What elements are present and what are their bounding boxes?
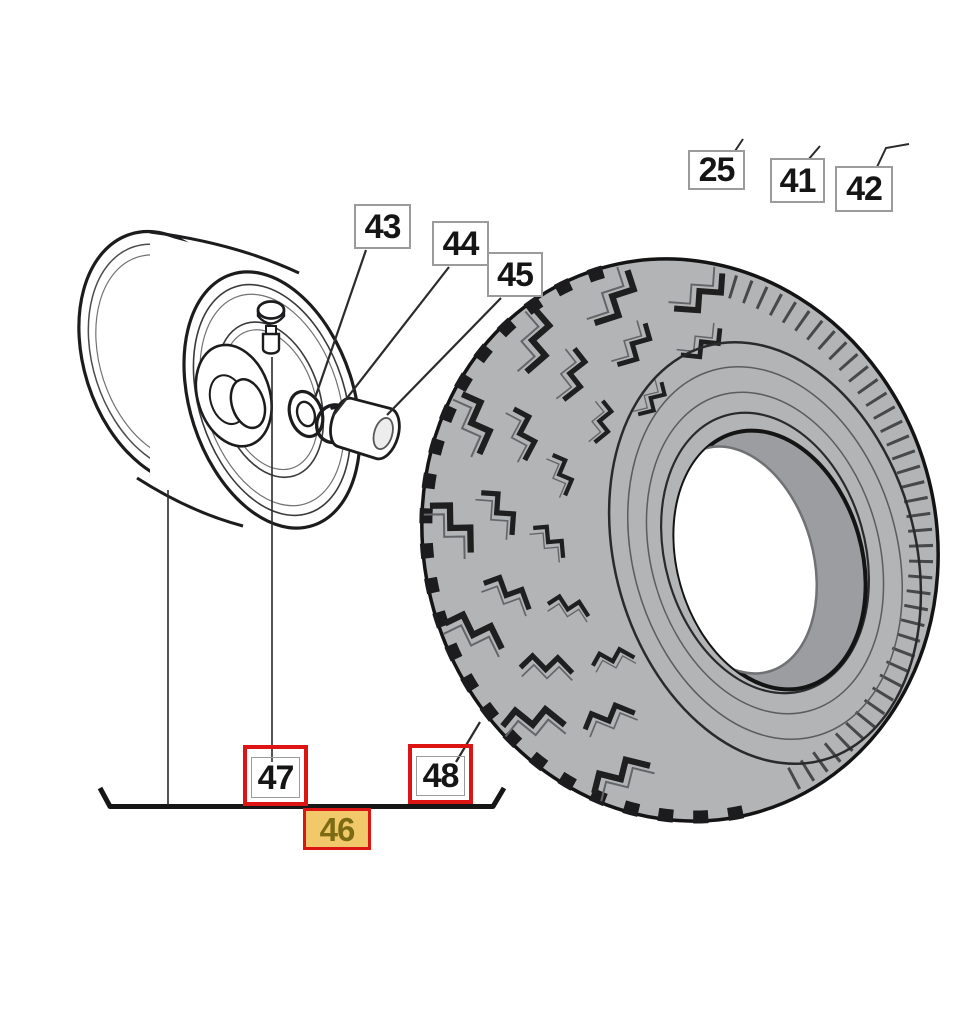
callout-41-label: 41: [779, 161, 817, 200]
sidewall-ring: [626, 366, 904, 740]
tread-shoulder-notches: [419, 265, 759, 824]
leader-line-42: [876, 143, 910, 168]
callout-43-label: 43: [364, 207, 402, 246]
leader-line-43: [313, 249, 368, 399]
wheel-rim-illustration: [77, 229, 362, 530]
leader-line-41: [807, 145, 821, 161]
washer: [287, 389, 325, 439]
rim-barrel-bottom-edge: [136, 476, 244, 528]
rim-axle-bore: [229, 378, 267, 430]
callout-47-highlighted[interactable]: 47: [243, 745, 308, 806]
callout-42-label: 42: [846, 170, 883, 208]
leader-lines: [167, 138, 910, 805]
sidewall-ring2: [645, 391, 885, 715]
callout-25-label: 25: [698, 151, 736, 189]
leader-line-48: [455, 721, 481, 763]
tire-illustration: [419, 257, 940, 824]
callout-48-label: 48: [422, 757, 460, 795]
bead-ring: [660, 411, 870, 695]
callout-48-underlay: [408, 744, 473, 804]
callout-44-label: 44: [442, 224, 480, 263]
callout-41[interactable]: 41: [770, 158, 825, 203]
callout-47-label: 47: [257, 758, 295, 797]
callout-43[interactable]: 43: [354, 204, 411, 249]
sidewall-knurling: [728, 274, 934, 791]
callout-46-label: 46: [319, 810, 356, 848]
callout-46-selected[interactable]: 46: [303, 808, 371, 850]
valve-stem: [256, 300, 286, 355]
bushing: [329, 396, 401, 461]
callout-44[interactable]: 44: [432, 221, 489, 266]
leader-line-44: [332, 266, 450, 417]
tread-pattern: [423, 266, 726, 802]
leader-line-25: [734, 138, 744, 152]
callout-25[interactable]: 25: [688, 150, 745, 190]
callout-47-underlay: [243, 745, 308, 806]
tread-shoulder-line: [607, 340, 923, 766]
callout-48-highlighted[interactable]: 48: [408, 744, 473, 804]
callout-45-label: 45: [497, 255, 534, 294]
rim-barrel-top-edge: [149, 230, 300, 275]
callout-42[interactable]: 42: [835, 166, 893, 212]
leader-line-45: [386, 297, 502, 416]
callout-45[interactable]: 45: [487, 252, 543, 297]
assembly-bracket: [97, 786, 507, 809]
tire-edge-texture: [419, 265, 934, 824]
